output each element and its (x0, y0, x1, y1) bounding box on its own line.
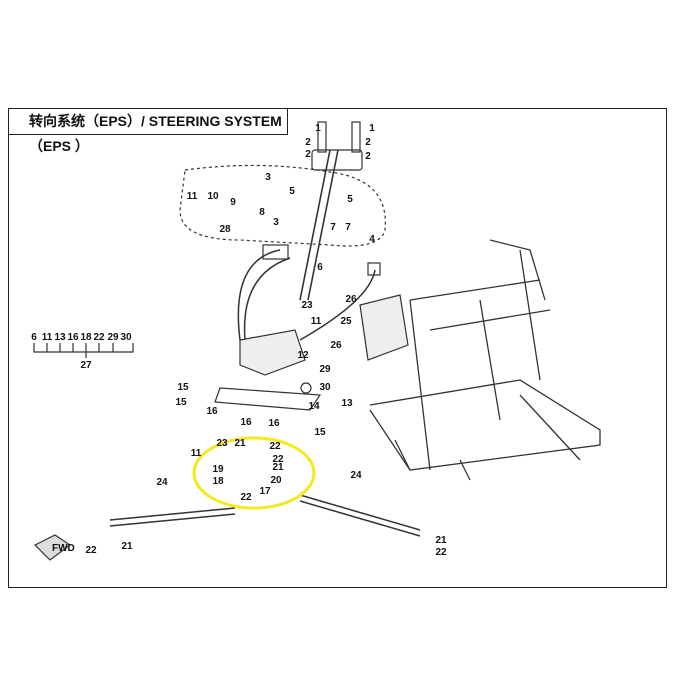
callout-21: 21 (435, 535, 447, 546)
legend-bracket (33, 343, 134, 358)
callout-1: 1 (369, 123, 375, 134)
connector-2 (367, 262, 381, 276)
callout-18: 18 (212, 476, 224, 487)
callout-10: 10 (207, 191, 219, 202)
legend-item: 11 (42, 332, 53, 343)
callout-30: 30 (319, 382, 331, 393)
callout-8: 8 (259, 207, 265, 218)
callout-17: 17 (259, 486, 271, 497)
legend-item: 6 (31, 332, 37, 343)
legend-parent-label: 27 (80, 360, 92, 371)
legend-item: 16 (67, 332, 79, 343)
column-bracket (311, 149, 363, 171)
vehicle-frame (369, 239, 601, 481)
callout-23: 23 (216, 438, 228, 449)
callout-29: 29 (319, 364, 331, 375)
callout-5: 5 (347, 194, 353, 205)
legend-item: 30 (120, 332, 132, 343)
mount-plate-14 (214, 387, 322, 411)
callout-26: 26 (345, 294, 357, 305)
callout-22: 22 (85, 545, 97, 556)
callout-22: 22 (240, 492, 252, 503)
callout-6: 6 (317, 262, 323, 273)
callout-25: 25 (340, 316, 352, 327)
callout-20: 20 (270, 475, 282, 486)
callout-11: 11 (311, 316, 322, 327)
tie-rod-left (109, 507, 236, 527)
callout-21: 21 (234, 438, 246, 449)
fwd-arrow-icon (33, 534, 72, 561)
steering-column (299, 149, 339, 301)
callout-11: 11 (191, 448, 202, 459)
callout-24: 24 (156, 477, 168, 488)
callout-11: 11 (187, 191, 198, 202)
callout-2: 2 (365, 137, 371, 148)
diagram-title: 转向系统（EPS）/ STEERING SYSTEM（EPS ） (8, 108, 288, 154)
legend-item: 29 (107, 332, 119, 343)
callout-24: 24 (350, 470, 362, 481)
callout-16: 16 (206, 406, 218, 417)
callout-2: 2 (305, 149, 311, 160)
highlight-ellipse (192, 436, 316, 510)
callout-23: 23 (301, 300, 313, 311)
callout-21: 21 (272, 462, 284, 473)
callout-16: 16 (268, 418, 280, 429)
callout-5: 5 (289, 186, 295, 197)
callout-22: 22 (269, 441, 281, 452)
fwd-label: FWD (52, 543, 75, 554)
callout-22: 22 (435, 547, 447, 558)
callout-19: 19 (212, 464, 224, 475)
legend-item: 13 (54, 332, 66, 343)
callout-15: 15 (314, 427, 326, 438)
callout-21: 21 (121, 541, 133, 552)
legend-item: 22 (93, 332, 105, 343)
callout-26: 26 (330, 340, 342, 351)
washer-30 (300, 382, 312, 394)
legend-item: 18 (80, 332, 92, 343)
callout-15: 15 (175, 397, 187, 408)
callout-2: 2 (365, 151, 371, 162)
bolt-1b (351, 121, 361, 153)
tie-rod-right (299, 494, 421, 537)
callout-16: 16 (240, 417, 252, 428)
callout-2: 2 (305, 137, 311, 148)
callout-9: 9 (230, 197, 236, 208)
eps-unit (239, 329, 306, 376)
callout-7: 7 (330, 222, 336, 233)
ecu-module (359, 294, 409, 361)
bolt-1a (317, 121, 327, 153)
callout-7: 7 (345, 222, 351, 233)
callout-14: 14 (308, 401, 320, 412)
callout-3: 3 (273, 217, 279, 228)
callout-13: 13 (341, 398, 353, 409)
wire-harness (237, 249, 376, 341)
callout-12: 12 (297, 350, 309, 361)
diagram-frame (8, 108, 667, 588)
callout-28: 28 (219, 224, 231, 235)
group-28-outline (179, 164, 386, 247)
callout-4: 4 (369, 234, 375, 245)
callout-3: 3 (265, 172, 271, 183)
connector (262, 244, 289, 260)
callout-22: 22 (272, 454, 284, 465)
callout-15: 15 (177, 382, 189, 393)
callout-1: 1 (315, 123, 321, 134)
